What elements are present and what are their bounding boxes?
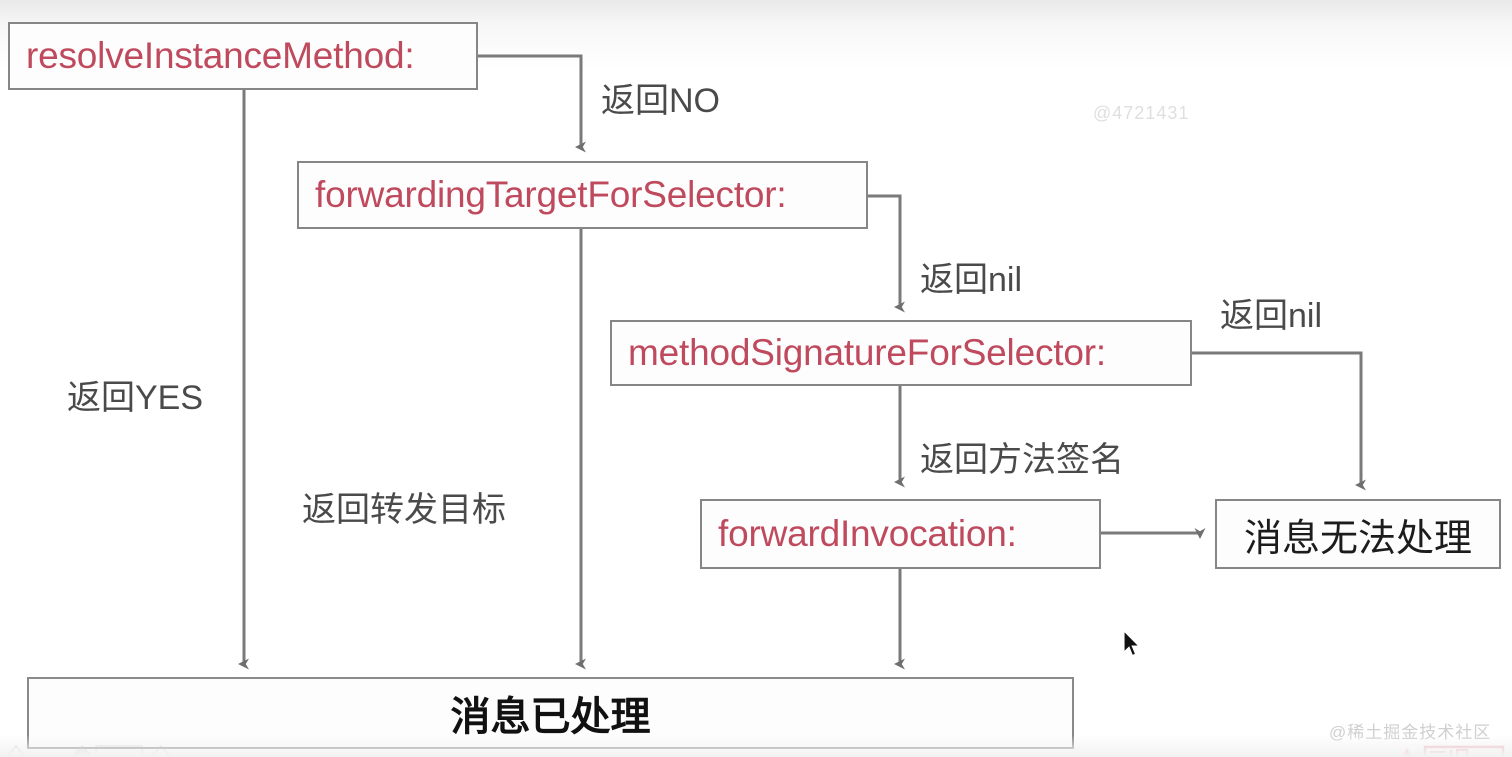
node-label: 消息无法处理 <box>1243 517 1472 560</box>
edge-forwarding-nil <box>868 194 905 313</box>
node-label: resolveInstanceMethod: <box>26 35 415 76</box>
node-forwarding-target-for-selector[interactable]: forwardingTargetForSelector: <box>297 161 868 229</box>
edge-label-resolve-no: 返回NO <box>601 82 720 120</box>
node-label: forwardInvocation: <box>718 513 1017 554</box>
node-method-signature-for-selector[interactable]: methodSignatureForSelector: <box>610 320 1192 386</box>
edge-resolve-no <box>478 54 586 153</box>
edge-label-forwarding-target: 返回转发目标 <box>302 491 506 529</box>
edge-label-signature-nil: 返回nil <box>1220 297 1323 335</box>
node-label: forwardingTargetForSelector: <box>315 174 787 215</box>
edge-label-forwarding-nil: 返回nil <box>920 261 1023 299</box>
edge-label-resolve-yes: 返回YES <box>67 379 204 417</box>
node-message-handled[interactable]: 消息已处理 <box>27 677 1074 749</box>
node-label: 消息已处理 <box>450 695 651 739</box>
node-forward-invocation[interactable]: forwardInvocation: <box>700 499 1101 569</box>
edge-label-signature-ok: 返回方法签名 <box>920 441 1124 479</box>
node-resolve-instance-method[interactable]: resolveInstanceMethod: <box>8 22 478 90</box>
node-label: methodSignatureForSelector: <box>628 332 1106 373</box>
edge-signature-nil <box>1192 351 1366 491</box>
node-message-unhandled[interactable]: 消息无法处理 <box>1215 499 1501 569</box>
